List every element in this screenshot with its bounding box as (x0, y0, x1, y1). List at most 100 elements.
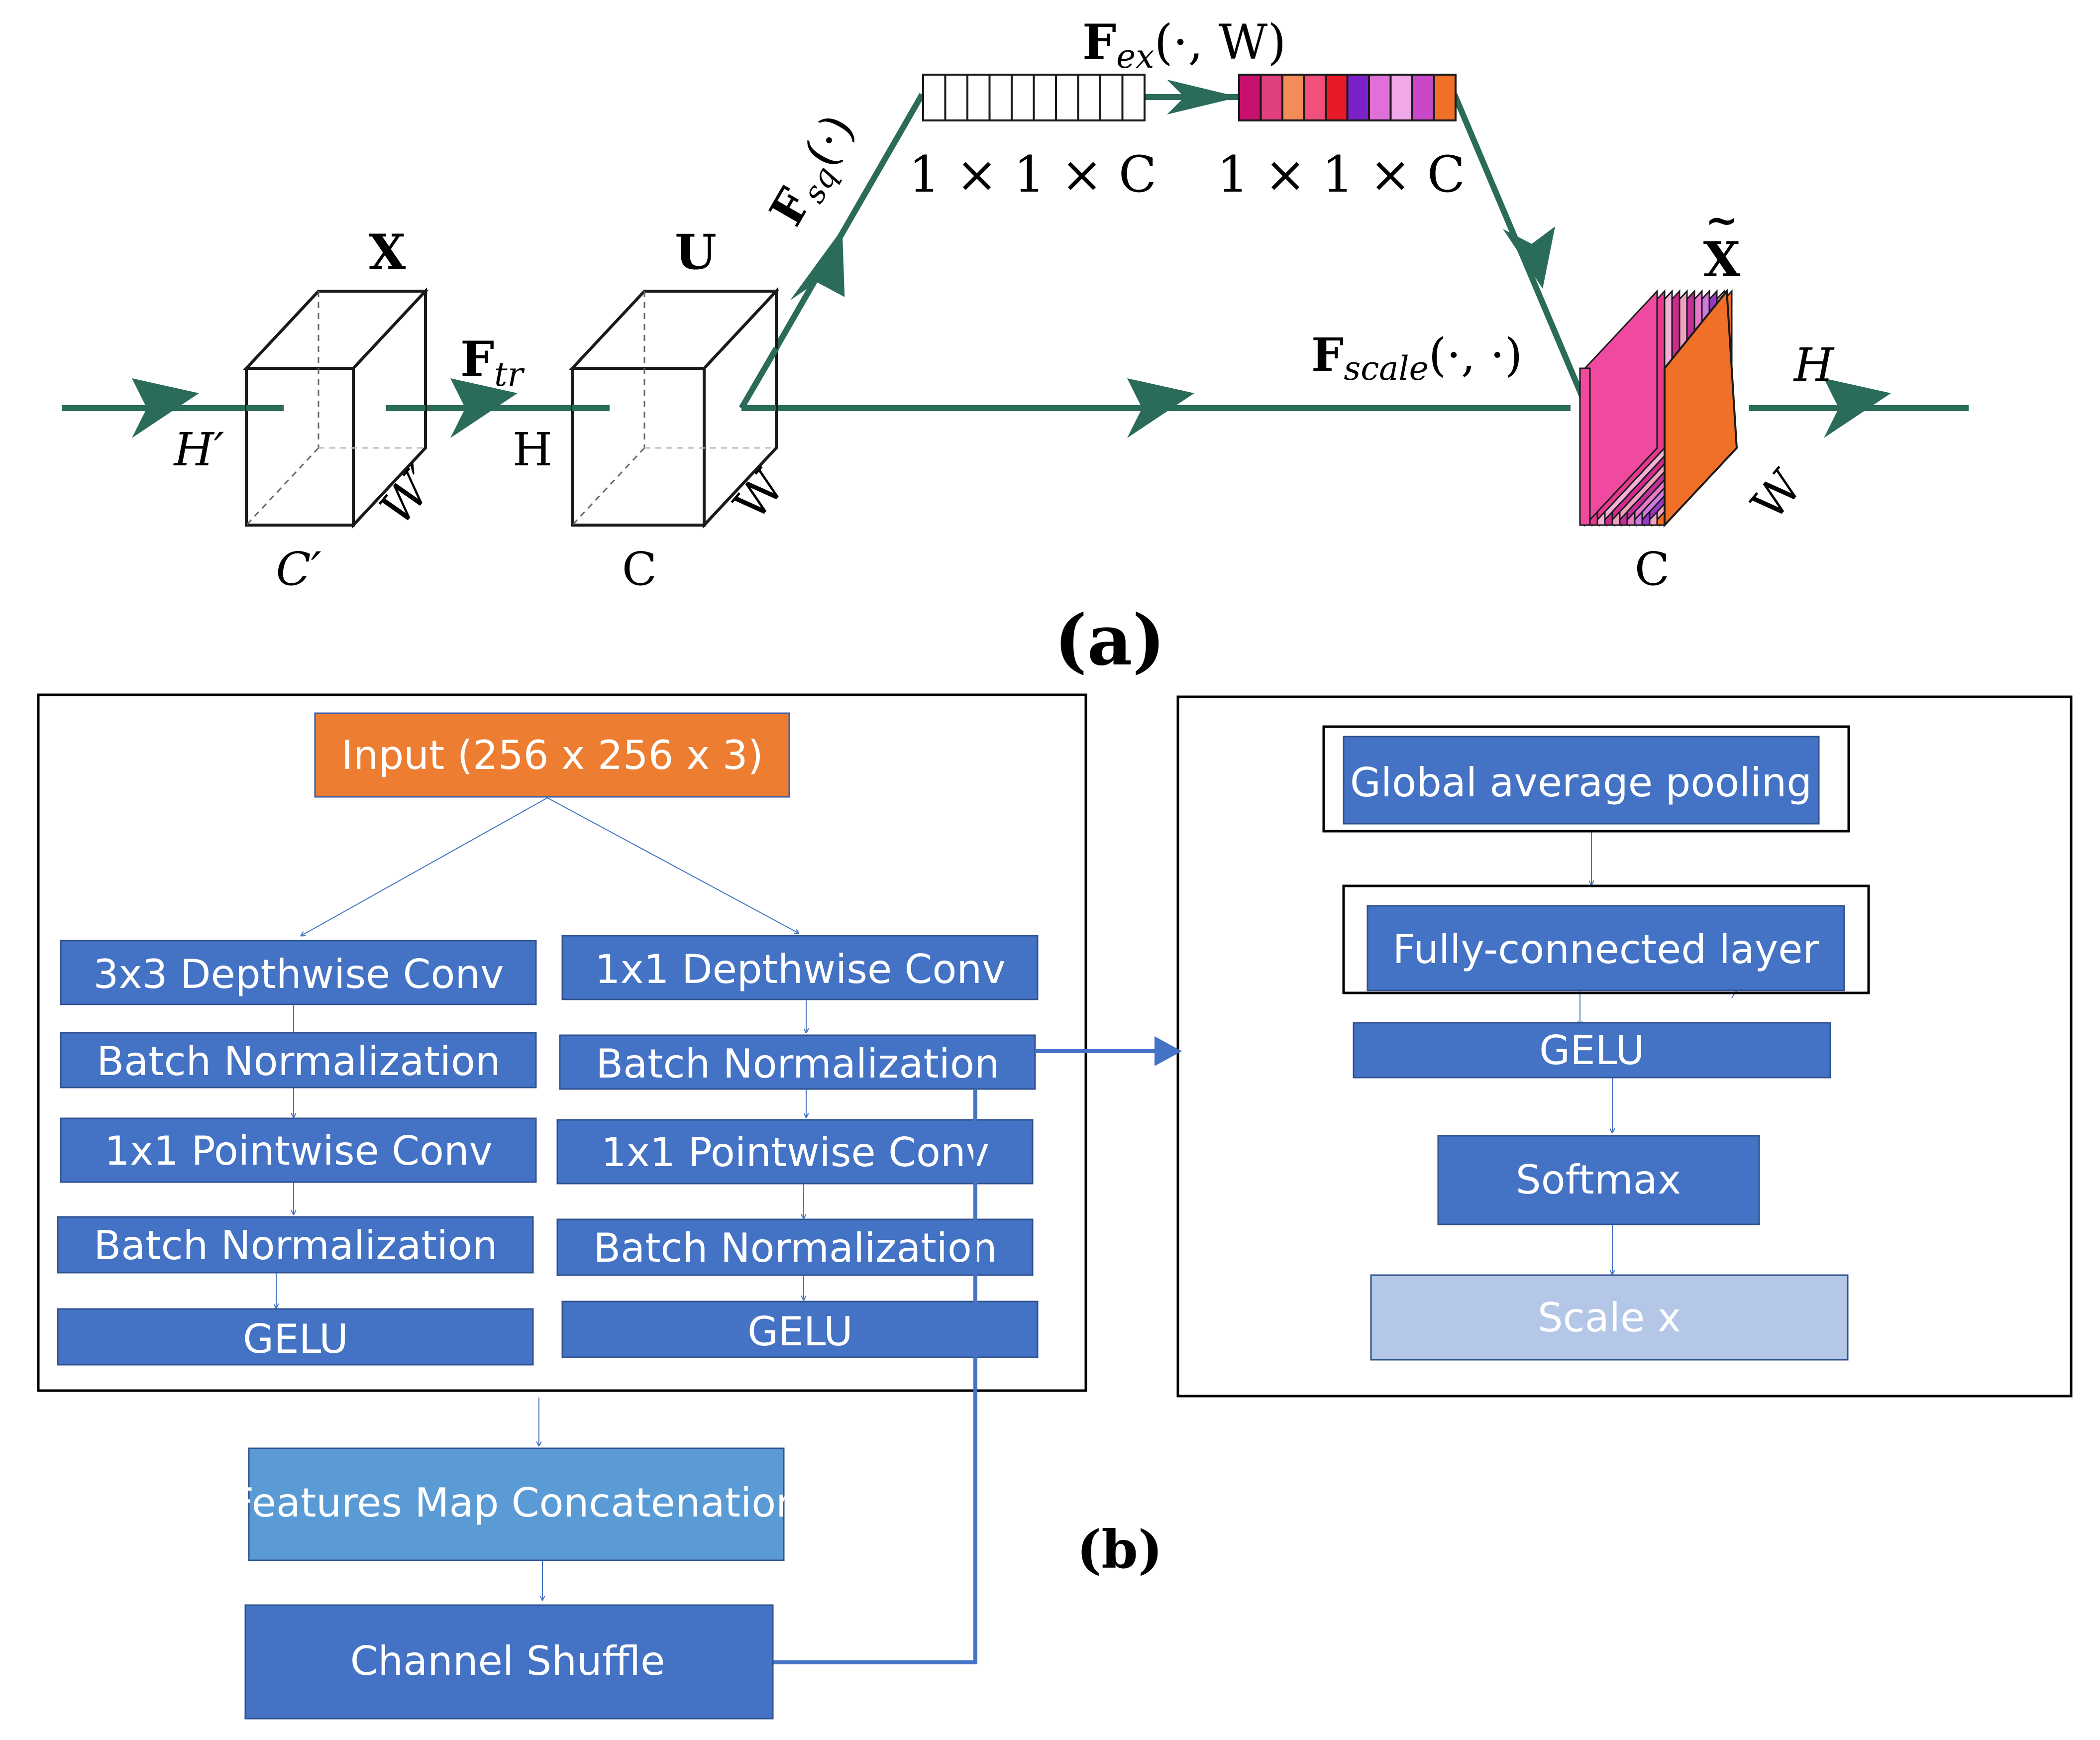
panel-b: Input (256 x 256 x 3) 3x3 Depthwise Conv… (37, 693, 2073, 1720)
concat-box (248, 1447, 785, 1561)
squeeze-start (738, 346, 779, 410)
squeeze-cell (966, 74, 991, 121)
f-tr-sub: tr (494, 355, 525, 394)
excitation-cell (1260, 74, 1283, 121)
left-bn2-box (57, 1216, 534, 1274)
softmax-box (1437, 1135, 1760, 1225)
gap-box (1343, 736, 1820, 825)
thin-connectors (276, 797, 1612, 1600)
left-block-boxes: Input (256 x 256 x 3) 3x3 Depthwise Conv… (57, 712, 1039, 1366)
caption-b: (b) (1077, 1519, 1163, 1580)
squeeze-cell (1077, 74, 1101, 121)
shuffle-arrowhead (1155, 1036, 1182, 1066)
excitation-cell (1281, 74, 1305, 121)
label-h: H (513, 423, 552, 476)
right-dwconv-label: 1x1 Depthwise Conv (595, 946, 1005, 992)
squeeze-cell (944, 74, 968, 121)
shuffle-label: Channel Shuffle (350, 1638, 665, 1684)
label-w-out: W (1741, 460, 1812, 531)
right-bn2-box (556, 1218, 1034, 1276)
shuffle-feedback-line (773, 1049, 1164, 1664)
fc-box (1366, 905, 1845, 991)
squeeze-cell (1011, 74, 1035, 121)
left-gelu-box (57, 1308, 534, 1366)
label-x-tilde: X (1703, 231, 1741, 288)
frame-attention-block (1176, 695, 2073, 1398)
input-label: Input (256 x 256 x 3) (341, 732, 763, 778)
label-u: U (675, 224, 717, 280)
shuffle-box (244, 1604, 774, 1720)
f-ex-args: (·, W) (1154, 14, 1286, 70)
f-tr-main: F (460, 331, 494, 387)
cube-x-tilde (1579, 288, 1738, 528)
left-pwconv-box (60, 1117, 537, 1183)
right-pwconv-box (556, 1119, 1034, 1185)
squeeze-cell (1099, 74, 1124, 121)
flow-arrowheads (132, 80, 1891, 438)
excitation-cell (1238, 74, 1262, 121)
label-h-out: H (1793, 338, 1835, 392)
right-bn2-label: Batch Normalization (593, 1225, 997, 1271)
excitation-cell (1303, 74, 1327, 121)
f-scale-args: (·, ·) (1429, 328, 1523, 382)
excitation-cell (1411, 74, 1435, 121)
gelu-label: GELU (1539, 1027, 1645, 1074)
left-bn1-box (60, 1032, 537, 1088)
right-gelu-label: GELU (747, 1308, 853, 1355)
f-scale-sub: scale (1344, 349, 1428, 388)
scale-box (1370, 1274, 1849, 1361)
f-ex-sub: ex (1116, 37, 1154, 76)
label-vec1-dims: 1 × 1 × C (909, 145, 1157, 204)
gap-label: Global average pooling (1350, 760, 1812, 806)
cube-x (243, 287, 429, 529)
fc-frame (1342, 884, 1870, 994)
softmax-label: Softmax (1516, 1157, 1681, 1203)
f-ex-main: F (1082, 14, 1116, 70)
arrowhead-ftr (450, 378, 518, 438)
cube-u (569, 287, 780, 529)
output-cube-right-face (1664, 288, 1738, 528)
left-dwconv-box (60, 940, 537, 1005)
label-f-scale: Fscale(·, ·) (1311, 328, 1522, 388)
arrowhead-scale-path (1127, 378, 1194, 438)
label-c: C (622, 543, 657, 596)
label-c-out: C (1635, 543, 1670, 596)
f-scale-main: F (1311, 328, 1344, 382)
left-gelu-label: GELU (243, 1316, 348, 1362)
label-f-ex: Fex(·, W) (1082, 14, 1286, 76)
input-box (314, 712, 790, 798)
panel-a: X U X ~ H′ C′ W′ H C W H C W Ftr Fsq(·) … (62, 14, 1969, 681)
label-c-prime: C′ (276, 543, 321, 596)
label-h-prime: H′ (173, 423, 224, 476)
scale-label: Scale x (1538, 1295, 1681, 1341)
right-pwconv-label: 1x1 Pointwise Conv (601, 1129, 989, 1176)
right-dwconv-box (561, 935, 1039, 1000)
left-dwconv-label: 3x3 Depthwise Conv (93, 951, 504, 997)
excitation-cell (1433, 74, 1457, 121)
left-bn1-label: Batch Normalization (97, 1038, 500, 1085)
excitation-cell (1368, 74, 1392, 121)
squeeze-cell (1121, 74, 1146, 121)
arrowhead-excite-in (1167, 80, 1239, 114)
output-slice-front (1579, 367, 1591, 526)
arrowhead-output (1824, 378, 1891, 438)
left-pwconv-label: 1x1 Pointwise Conv (105, 1128, 493, 1174)
right-gelu-box (561, 1301, 1039, 1358)
excitation-vector (1238, 74, 1457, 121)
arrowhead-input (132, 378, 199, 438)
arrowhead-excite-out (1503, 226, 1555, 289)
gap-frame (1322, 725, 1850, 833)
concat-label: Features Map Concatenation (231, 1480, 801, 1526)
left-bn2-label: Batch Normalization (94, 1222, 497, 1269)
fc-label: Fully-connected layer (1393, 926, 1819, 973)
squeeze-vector (922, 74, 1146, 121)
squeeze-cell (1055, 74, 1079, 121)
frame-left-block (37, 693, 1087, 1392)
label-x: X (369, 224, 406, 280)
label-tilde: ~ (1705, 197, 1738, 243)
squeeze-cell (1033, 74, 1057, 121)
arrowhead-squeeze (790, 228, 845, 301)
gelu-box (1353, 1022, 1831, 1079)
